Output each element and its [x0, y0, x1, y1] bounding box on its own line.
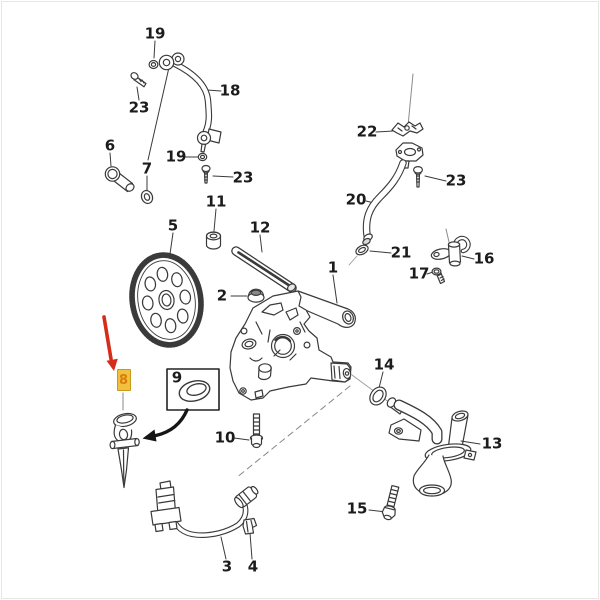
part-22-retainer [391, 121, 424, 162]
highlighted-part-number: 8 [118, 372, 129, 388]
part-label-20[interactable]: 20 [345, 190, 367, 209]
part-label-16[interactable]: 16 [473, 249, 495, 268]
part-label-9[interactable]: 9 [171, 368, 183, 387]
part-15-bolt [381, 484, 400, 521]
part-label-14[interactable]: 14 [373, 355, 395, 374]
part-19-nut-top [148, 59, 159, 70]
part-label-13[interactable]: 13 [481, 434, 503, 453]
part-label-6[interactable]: 6 [104, 136, 116, 155]
part-1-pump-housing [229, 290, 356, 401]
part-label-3[interactable]: 3 [221, 557, 233, 576]
part-13-pickup-tube [386, 397, 477, 497]
part-10-bolt [249, 413, 264, 449]
part-label-1[interactable]: 1 [327, 258, 339, 277]
part-label-23-right[interactable]: 23 [445, 171, 467, 190]
part-16-bracket [430, 235, 471, 267]
part-label-2[interactable]: 2 [216, 286, 228, 305]
part-label-15[interactable]: 15 [346, 499, 368, 518]
part-20-pipe [362, 159, 410, 246]
part-18-oil-pipe [158, 52, 222, 153]
part-label-19-top[interactable]: 19 [144, 24, 166, 43]
inset-pointer-arrow [142, 408, 189, 442]
part-23-bolt-right [413, 166, 424, 188]
part-label-12[interactable]: 12 [249, 218, 271, 237]
part-8-dipstick [109, 412, 140, 489]
part-label-10[interactable]: 10 [214, 428, 236, 447]
part-17-bolt [431, 267, 446, 285]
part-23-bolt-mid [201, 164, 211, 184]
part-14-oring [369, 386, 387, 406]
part-label-11[interactable]: 11 [205, 192, 227, 211]
part-label-8-highlighted[interactable]: 8 [116, 369, 131, 391]
part-label-17[interactable]: 17 [408, 264, 430, 283]
part-5-gear [129, 252, 204, 348]
part-label-21[interactable]: 21 [390, 243, 412, 262]
part-2-plug [247, 288, 265, 303]
part-label-22[interactable]: 22 [356, 122, 378, 141]
part-label-18[interactable]: 18 [219, 81, 241, 100]
part-3-sensor-cable [150, 480, 259, 538]
part-label-5[interactable]: 5 [167, 216, 179, 235]
part-label-7[interactable]: 7 [141, 159, 153, 178]
part-12-shaft [231, 246, 297, 293]
part-23-bolt-topleft [130, 72, 147, 88]
part-label-4[interactable]: 4 [247, 557, 259, 576]
part-11-bushing [205, 231, 222, 250]
part-label-23-topleft[interactable]: 23 [128, 98, 150, 117]
part-19-nut-bottom [197, 152, 208, 162]
red-highlight-arrow [102, 315, 118, 371]
part-label-23-mid[interactable]: 23 [232, 168, 254, 187]
part-label-19-mid[interactable]: 19 [165, 147, 187, 166]
part-21-seal [355, 244, 369, 256]
part-4-clip [242, 517, 258, 535]
part-9-inset-box [166, 368, 220, 411]
part-7-washer [140, 189, 154, 205]
part-6-pin [104, 166, 135, 193]
